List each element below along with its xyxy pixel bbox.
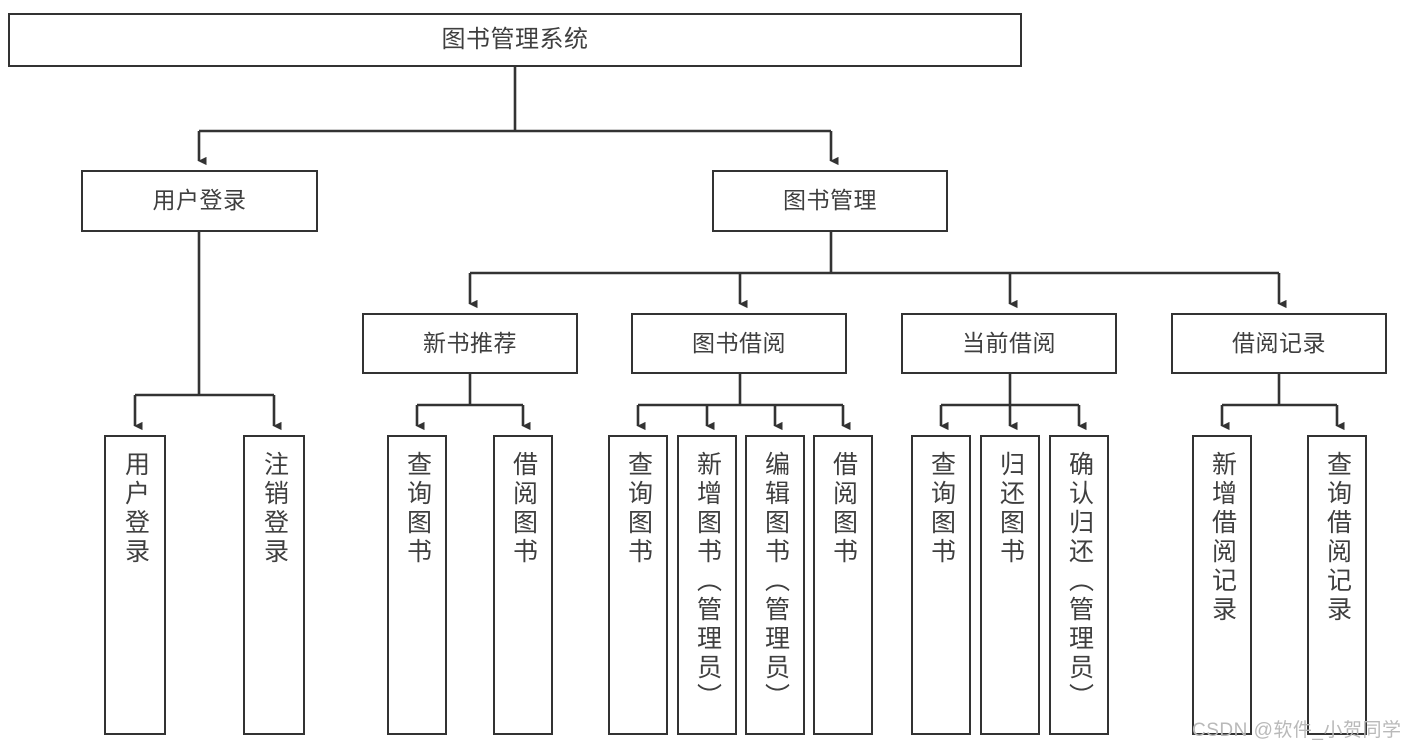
node-borrow-record[interactable]: 借阅记录 [1171,313,1387,374]
node-leaf-logout[interactable]: 注销登录 [243,435,305,735]
node-leaf-query-book-current[interactable]: 查询图书 [911,435,971,735]
node-label: 新增图书（管理员） [693,451,722,712]
node-new-book-recommend[interactable]: 新书推荐 [362,313,578,374]
node-label: 新书推荐 [423,329,517,356]
node-leaf-borrow-book-recommend[interactable]: 借阅图书 [493,435,553,735]
node-label: 新增借阅记录 [1208,451,1237,625]
node-label: 编辑图书（管理员） [761,451,790,712]
node-label: 用户登录 [121,451,150,567]
node-label: 图书管理 [783,187,877,214]
node-book-borrow[interactable]: 图书借阅 [631,313,847,374]
node-label: 注销登录 [260,451,289,567]
node-leaf-add-borrow-record[interactable]: 新增借阅记录 [1192,435,1252,735]
node-label: 查询图书 [403,451,432,567]
node-user-login[interactable]: 用户登录 [81,170,318,232]
node-leaf-query-book-borrow[interactable]: 查询图书 [608,435,668,735]
node-label: 图书借阅 [692,329,786,356]
node-label: 归还图书 [996,451,1025,567]
node-label: 借阅图书 [509,451,538,567]
node-leaf-return-book[interactable]: 归还图书 [980,435,1040,735]
node-leaf-query-borrow-record[interactable]: 查询借阅记录 [1307,435,1367,735]
node-leaf-user-login[interactable]: 用户登录 [104,435,166,735]
node-label: 借阅图书 [829,451,858,567]
node-label: 查询图书 [927,451,956,567]
watermark-text: CSDN @软件_小贺同学 [1192,720,1402,741]
node-label: 图书管理系统 [441,25,589,53]
node-current-borrow[interactable]: 当前借阅 [901,313,1117,374]
node-leaf-borrow-book[interactable]: 借阅图书 [813,435,873,735]
node-book-management[interactable]: 图书管理 [712,170,948,232]
node-leaf-query-book-recommend[interactable]: 查询图书 [387,435,447,735]
csdn-watermark: CSDN @软件_小贺同学 [1192,715,1401,742]
node-root-system[interactable]: 图书管理系统 [8,13,1022,67]
node-label: 当前借阅 [962,329,1056,356]
node-leaf-add-book-admin[interactable]: 新增图书（管理员） [677,435,737,735]
node-label: 借阅记录 [1232,329,1326,356]
node-label: 用户登录 [152,187,247,214]
node-label: 确认归还（管理员） [1065,451,1094,712]
node-label: 查询图书 [624,451,653,567]
node-leaf-edit-book-admin[interactable]: 编辑图书（管理员） [745,435,805,735]
node-leaf-confirm-return-admin[interactable]: 确认归还（管理员） [1049,435,1109,735]
node-label: 查询借阅记录 [1323,451,1352,625]
